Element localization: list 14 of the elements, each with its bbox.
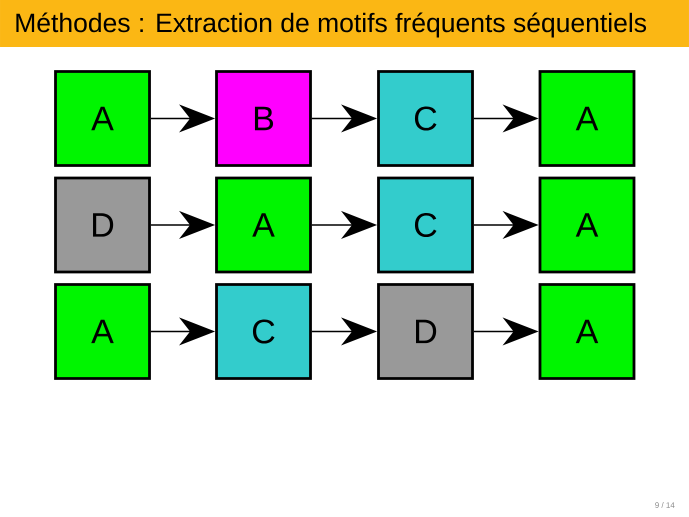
letter-box: C <box>215 283 312 380</box>
letter-box: D <box>377 283 474 380</box>
letter-box: A <box>538 283 636 380</box>
slide-title: Méthodes : Extraction de motifs fréquents séquentiels <box>16 12 646 38</box>
letter-box: A <box>538 176 636 274</box>
letter-box: A <box>54 70 151 167</box>
letter-box: C <box>377 70 474 167</box>
letter-box: A <box>538 70 636 167</box>
letter-box: A <box>215 176 312 274</box>
letter-box: D <box>54 176 151 274</box>
letter-box: B <box>215 70 312 167</box>
letter-box: C <box>377 176 474 274</box>
letter-box: A <box>54 283 151 380</box>
page-number: 9 / 14 <box>655 502 675 508</box>
